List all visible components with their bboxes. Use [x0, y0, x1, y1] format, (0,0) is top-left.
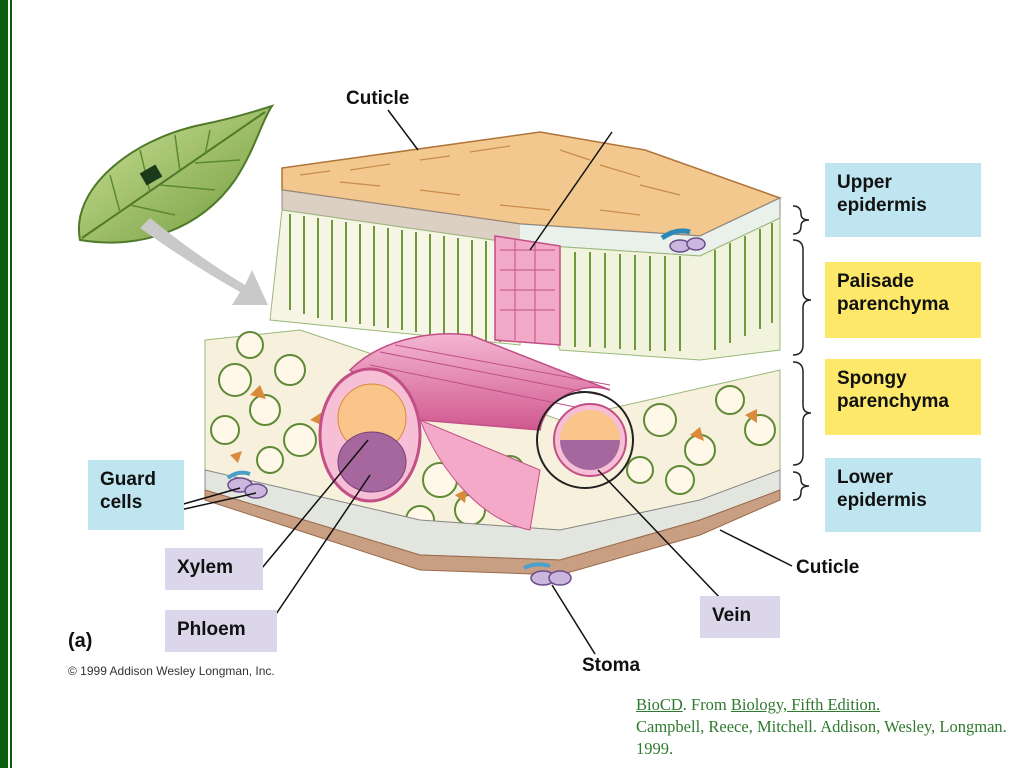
- source-credit: BioCD. From Biology, Fifth Edition. Camp…: [636, 694, 1016, 760]
- spongy-parenchyma-label: Spongy parenchyma: [825, 359, 981, 435]
- copyright-notice: © 1999 Addison Wesley Longman, Inc.: [68, 664, 275, 678]
- left-border-rail-thin: [10, 0, 12, 768]
- vein-cross-section: [536, 391, 634, 489]
- biocd-link[interactable]: BioCD: [636, 695, 683, 714]
- whole-leaf-icon: [77, 104, 275, 244]
- leaf-block-illustration: [204, 131, 782, 586]
- cuticle-bottom-label: Cuticle: [796, 557, 860, 578]
- stoma-label: Stoma: [582, 655, 641, 676]
- figure-letter: (a): [68, 630, 93, 652]
- upper-epidermis-label: Upper epidermis: [825, 163, 981, 237]
- credit-text-from: . From: [682, 695, 731, 714]
- phloem-label: Phloem: [165, 610, 277, 652]
- left-border-rail: [0, 0, 8, 768]
- leader-lines: [179, 109, 793, 655]
- biology-book-link[interactable]: Biology, Fifth Edition.: [730, 695, 881, 714]
- xylem-label: Xylem: [165, 548, 263, 590]
- guard-cells-label: Guard cells: [88, 460, 184, 530]
- cuticle-top-label: Cuticle: [346, 88, 410, 109]
- zoom-arrow-icon: [140, 218, 268, 305]
- lower-epidermis-label: Lower epidermis: [825, 458, 981, 532]
- credit-authors: Campbell, Reece, Mitchell. Addison, Wesl…: [636, 717, 1007, 758]
- vein-label: Vein: [700, 596, 780, 638]
- layer-brackets: [792, 205, 812, 501]
- palisade-parenchyma-label: Palisade parenchyma: [825, 262, 981, 338]
